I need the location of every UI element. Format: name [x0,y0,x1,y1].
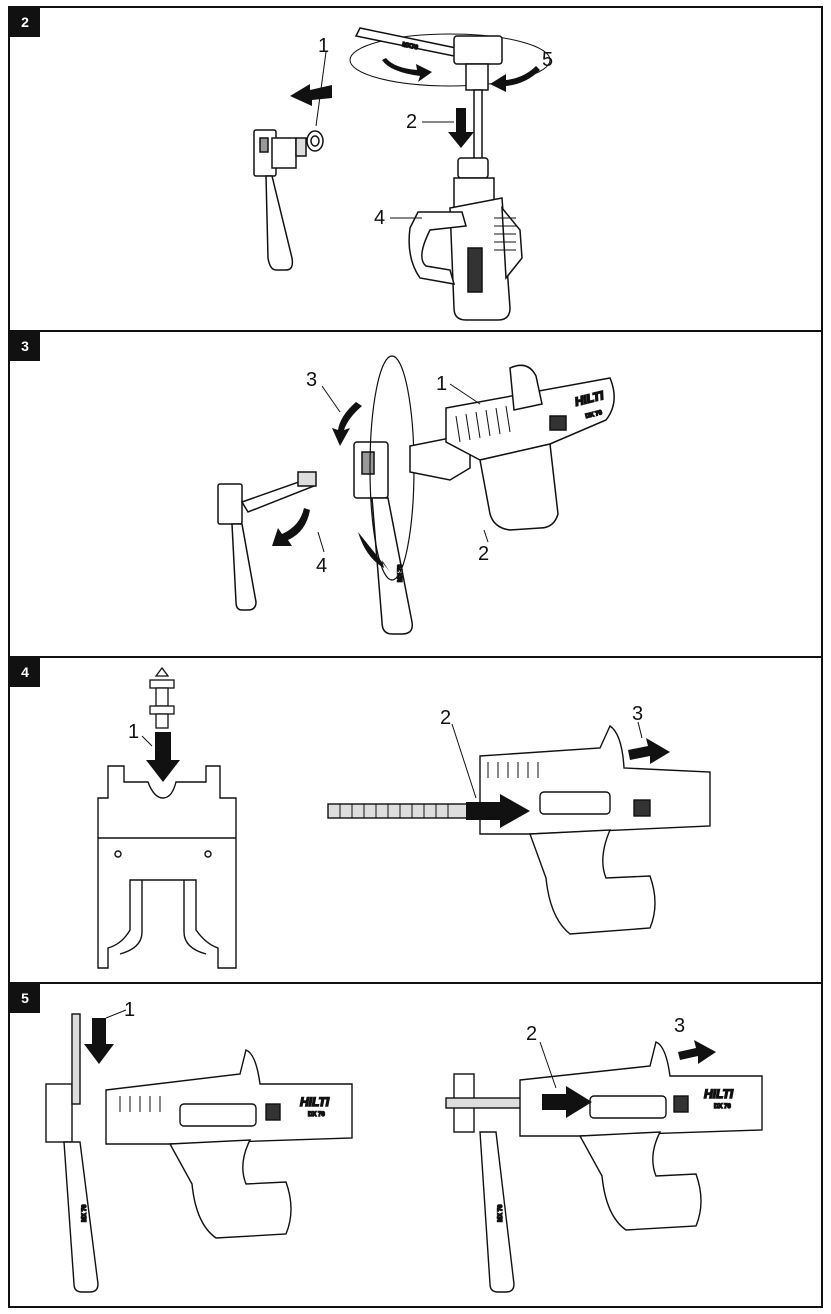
insert-arrow-icon [466,794,530,828]
callout-label: 4 [316,555,327,577]
rotate-arrow-icon [382,58,432,82]
figure-panel-5: 5 MX 76 1 HILTI DX 76 [8,982,823,1308]
figure-number-badge: 4 [10,658,40,687]
model-label: DX 76 [308,1112,325,1118]
magazine-head-illustration [97,765,237,969]
figure-panel-2: 2 1 MX76 5 2 [8,6,823,332]
insert-arrow-icon [542,1086,592,1118]
panel-4-illustration: 1 [97,666,711,969]
tool-body-illustration: HILTI DX 76 [105,1049,353,1239]
slide-arrow-icon [628,738,670,764]
insert-arrow-icon [84,1018,114,1064]
magazine-label: MX 76 [82,1204,88,1222]
tool-body-illustration: HILTI DX 76 [409,364,615,531]
remove-arrow-icon [290,84,332,106]
figure-panel-3: 3 4 MX 76 3 [8,330,823,658]
tool-with-strip-illustration: HILTI DX 76 [445,1041,763,1231]
callout-label: 1 [124,999,135,1021]
rotate-arrow-icon [332,402,362,446]
magazine-with-rod-illustration [217,471,317,611]
magazine-label: MX 76 [398,564,404,582]
magazine-label: MX 76 [498,1204,504,1222]
callout-label: 2 [440,707,451,729]
callout-label: 5 [542,49,553,71]
magazine-illustration: MX 76 [45,1013,99,1293]
callout-label: 1 [436,373,447,395]
callout-label: 1 [318,35,329,57]
pole-adapter-illustration: MX76 [349,27,551,181]
panel-5-illustration: MX 76 1 HILTI DX 76 MX 76 [45,999,763,1293]
rotate-arrow-icon [272,508,310,546]
tool-body-illustration [408,157,523,321]
callout-label: 2 [526,1023,537,1045]
small-ring-part [306,130,324,152]
model-label: DX 76 [714,1104,731,1110]
tool-with-strip-illustration [327,724,711,935]
rotate-arrow-icon [490,66,540,92]
fastener-illustration [149,666,175,729]
panel-3-illustration: 4 MX 76 3 HILTI DX 76 [217,355,615,635]
figure-number-badge: 5 [10,984,40,1013]
magazine-label: MX76 [402,42,419,51]
magazine-illustration: MX 76 [353,441,414,635]
callout-label: 1 [128,721,139,743]
callout-label: 2 [478,543,489,565]
brand-logo: HILTI [300,1095,330,1109]
figure-panel-4: 4 1 [8,656,823,984]
brand-logo: HILTI [704,1087,734,1101]
magazine-illustration: MX 76 [453,1073,515,1293]
slide-arrow-icon [678,1040,716,1064]
rotate-arrow-icon [358,532,390,572]
callout-label: 4 [374,207,385,229]
callout-label: 3 [306,369,317,391]
callout-label: 3 [632,703,643,725]
insert-arrow-icon [448,108,474,148]
brand-logo: HILTI [573,388,605,409]
model-label: DX 76 [585,410,603,420]
figure-number-badge: 3 [10,332,40,361]
callout-label: 2 [406,111,417,133]
figure-number-badge: 2 [10,8,40,37]
insert-arrow-icon [146,732,180,782]
panel-2-illustration: 1 MX76 5 2 [253,27,553,321]
callout-label: 3 [674,1015,685,1037]
magazine-illustration [253,129,307,271]
